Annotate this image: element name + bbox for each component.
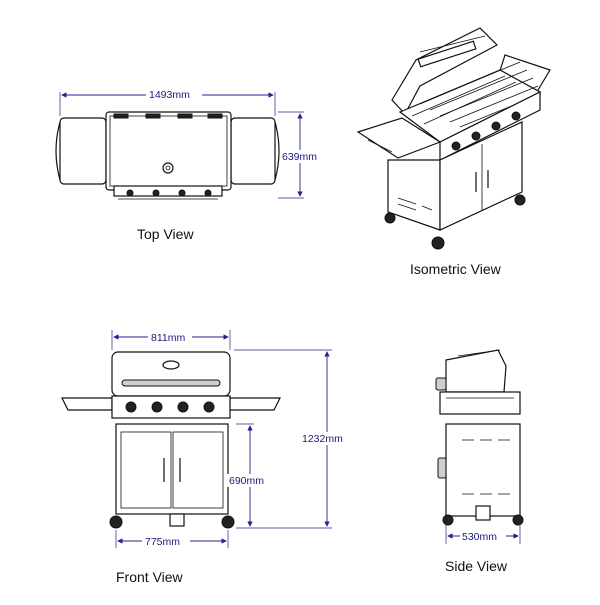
side-view-dimensions xyxy=(445,522,521,544)
top-width-label: 1493mm xyxy=(149,89,190,101)
top-view-title: Top View xyxy=(137,226,194,242)
isometric-view-title: Isometric View xyxy=(410,261,501,277)
front-height-label: 1232mm xyxy=(302,433,343,445)
front-view-drawing xyxy=(61,351,281,529)
side-view-drawing xyxy=(435,349,524,526)
front-base-width-label: 775mm xyxy=(145,536,180,548)
top-view-dimensions xyxy=(59,88,329,199)
isometric-view-drawing xyxy=(356,27,551,250)
top-view-drawing xyxy=(55,111,280,200)
top-depth-label: 639mm xyxy=(282,151,317,163)
front-view-title: Front View xyxy=(116,569,183,585)
side-depth-label: 530mm xyxy=(462,531,497,543)
front-cart-height-label: 690mm xyxy=(229,475,264,487)
front-view-dimensions xyxy=(111,330,356,548)
side-view-title: Side View xyxy=(445,558,508,574)
front-width-label: 811mm xyxy=(151,332,185,344)
